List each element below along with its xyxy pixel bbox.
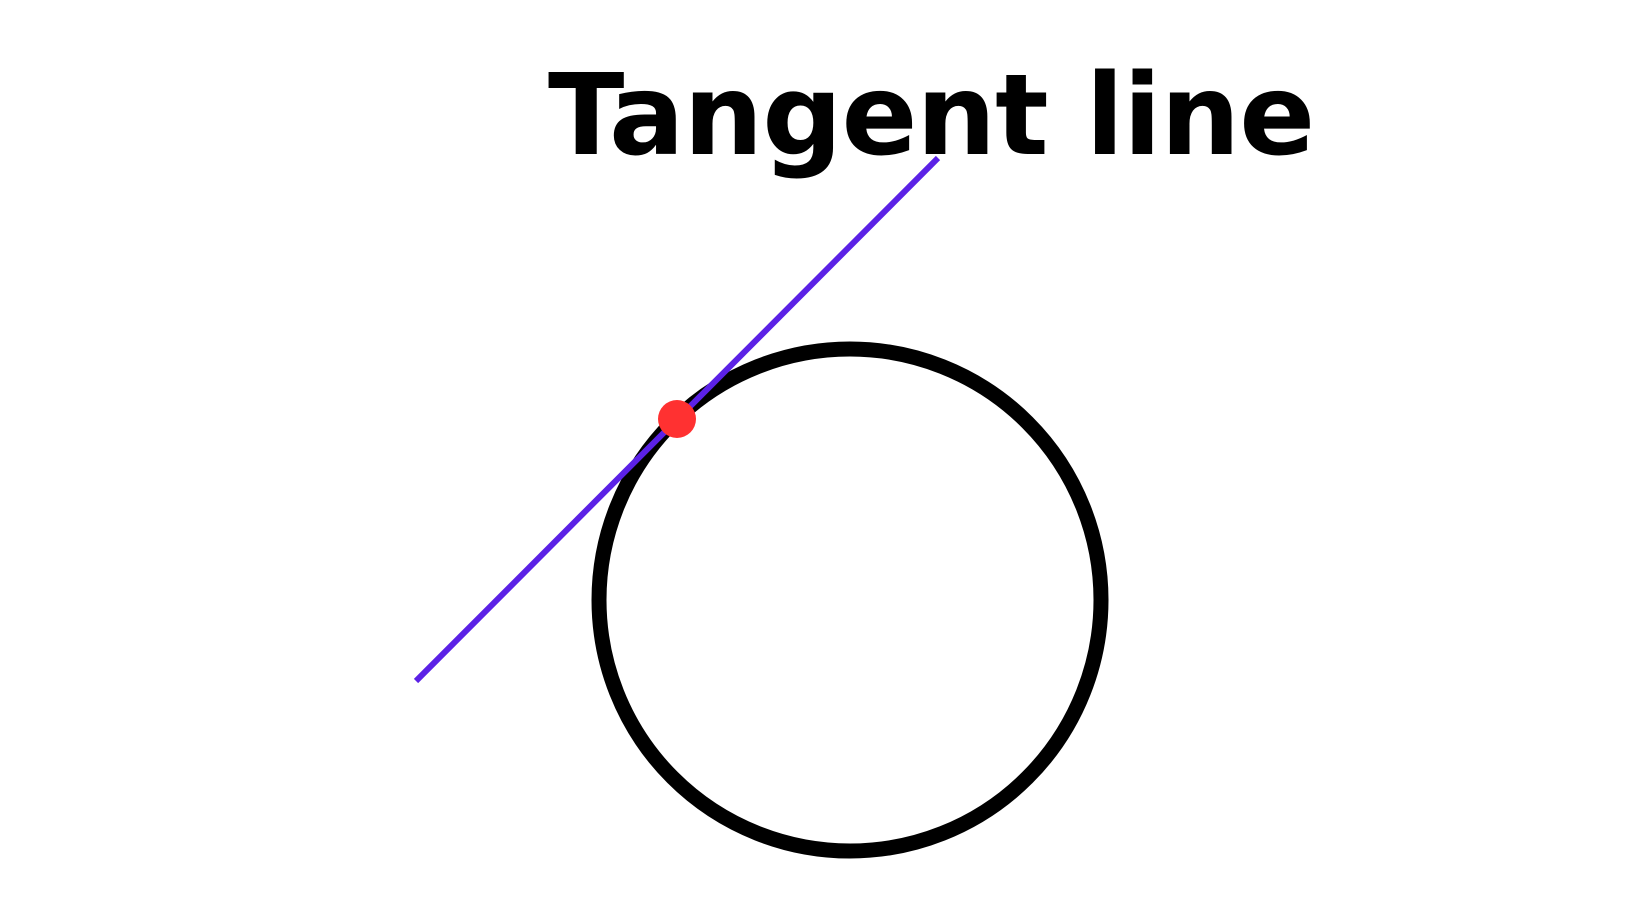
diagram-title: Tangent line — [548, 51, 1315, 181]
circle-outline — [591, 341, 1109, 859]
tangent-point — [658, 400, 696, 438]
